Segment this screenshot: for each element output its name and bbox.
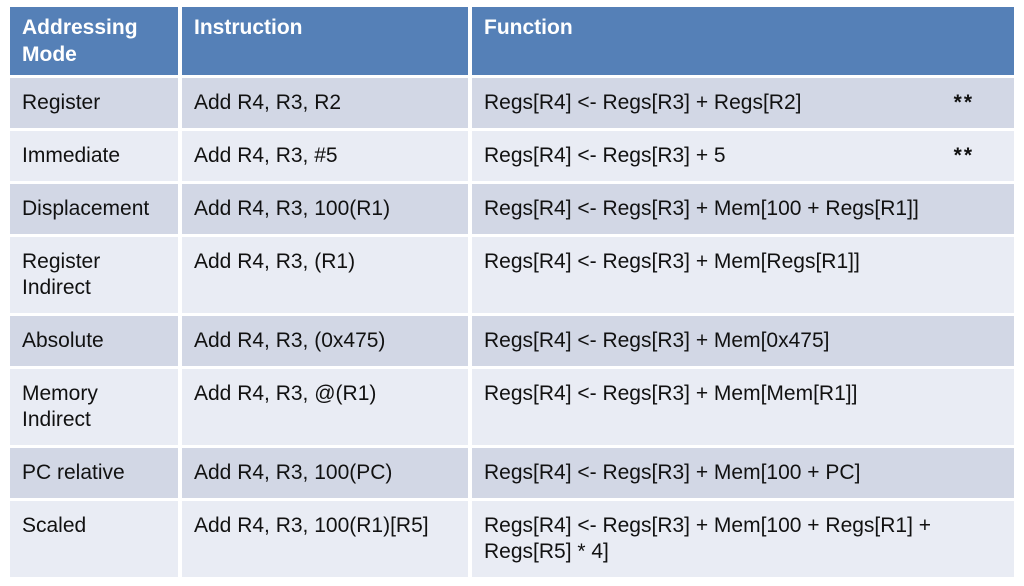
cell-instruction: Add R4, R3, R2 xyxy=(182,78,468,128)
cell-addressing-mode: Memory Indirect xyxy=(10,369,178,445)
cell-function: Regs[R4] <- Regs[R3] + Mem[0x475] xyxy=(472,316,1014,366)
cell-addressing-mode: Absolute xyxy=(10,316,178,366)
instruction-text: Add R4, R3, 100(R1)[R5] xyxy=(194,514,429,537)
addressing-mode-label: Register Indirect xyxy=(22,250,101,299)
function-expression: Regs[R4] <- Regs[R3] + 5 xyxy=(484,144,726,167)
cell-function: Regs[R4] <- Regs[R3] + Mem[Regs[R1]] xyxy=(472,237,1014,313)
function-expression: Regs[R4] <- Regs[R3] + Regs[R2] xyxy=(484,91,802,114)
cell-instruction: Add R4, R3, @(R1) xyxy=(182,369,468,445)
function-expression: Regs[R4] <- Regs[R3] + Mem[100 + PC] xyxy=(484,461,861,484)
table-row: PC relative Add R4, R3, 100(PC) Regs[R4]… xyxy=(10,448,1014,498)
cell-function: Regs[R4] <- Regs[R3] + Regs[R2] ** xyxy=(472,78,1014,128)
addressing-mode-label: Displacement xyxy=(22,197,150,220)
addressing-mode-label: Register xyxy=(22,91,101,114)
header-row: Addressing Mode Instruction Function xyxy=(10,7,1014,75)
cell-addressing-mode: Scaled xyxy=(10,501,178,577)
cell-addressing-mode: PC relative xyxy=(10,448,178,498)
cell-function: Regs[R4] <- Regs[R3] + Mem[Mem[R1]] xyxy=(472,369,1014,445)
addressing-modes-table: Addressing Mode Instruction Function Reg… xyxy=(6,4,1018,580)
cell-instruction: Add R4, R3, 100(PC) xyxy=(182,448,468,498)
column-header-addressing-mode: Addressing Mode xyxy=(10,7,178,75)
function-expression: Regs[R4] <- Regs[R3] + Mem[100 + Regs[R1… xyxy=(484,514,932,563)
cell-addressing-mode: Displacement xyxy=(10,184,178,234)
function-expression: Regs[R4] <- Regs[R3] + Mem[Regs[R1]] xyxy=(484,250,860,273)
cell-function: Regs[R4] <- Regs[R3] + Mem[100 + PC] xyxy=(472,448,1014,498)
addressing-mode-label: PC relative xyxy=(22,461,125,484)
addressing-mode-label: Scaled xyxy=(22,514,87,537)
footnote-asterisks: ** xyxy=(953,144,974,167)
instruction-text: Add R4, R3, @(R1) xyxy=(194,382,377,405)
instruction-text: Add R4, R3, 100(PC) xyxy=(194,461,393,484)
cell-instruction: Add R4, R3, 100(R1)[R5] xyxy=(182,501,468,577)
instruction-text: Add R4, R3, R2 xyxy=(194,91,342,114)
addressing-mode-label: Immediate xyxy=(22,144,121,167)
addressing-mode-label: Absolute xyxy=(22,329,104,352)
cell-instruction: Add R4, R3, 100(R1) xyxy=(182,184,468,234)
function-expression: Regs[R4] <- Regs[R3] + Mem[100 + Regs[R1… xyxy=(484,197,919,220)
cell-addressing-mode: Register xyxy=(10,78,178,128)
cell-function: Regs[R4] <- Regs[R3] + Mem[100 + Regs[R1… xyxy=(472,501,1014,577)
column-header-instruction: Instruction xyxy=(182,7,468,75)
column-header-function: Function xyxy=(472,7,1014,75)
table-row: Register Add R4, R3, R2 Regs[R4] <- Regs… xyxy=(10,78,1014,128)
instruction-text: Add R4, R3, (0x475) xyxy=(194,329,386,352)
function-expression: Regs[R4] <- Regs[R3] + Mem[Mem[R1]] xyxy=(484,382,858,405)
cell-instruction: Add R4, R3, (0x475) xyxy=(182,316,468,366)
cell-function: Regs[R4] <- Regs[R3] + 5 ** xyxy=(472,131,1014,181)
table-row: Displacement Add R4, R3, 100(R1) Regs[R4… xyxy=(10,184,1014,234)
instruction-text: Add R4, R3, 100(R1) xyxy=(194,197,391,220)
footnote-asterisks: ** xyxy=(953,91,974,114)
cell-addressing-mode: Register Indirect xyxy=(10,237,178,313)
function-expression: Regs[R4] <- Regs[R3] + Mem[0x475] xyxy=(484,329,830,352)
table-row: Register Indirect Add R4, R3, (R1) Regs[… xyxy=(10,237,1014,313)
cell-instruction: Add R4, R3, (R1) xyxy=(182,237,468,313)
cell-addressing-mode: Immediate xyxy=(10,131,178,181)
cell-function: Regs[R4] <- Regs[R3] + Mem[100 + Regs[R1… xyxy=(472,184,1014,234)
table-row: Immediate Add R4, R3, #5 Regs[R4] <- Reg… xyxy=(10,131,1014,181)
addressing-mode-label: Memory Indirect xyxy=(22,382,98,431)
cell-instruction: Add R4, R3, #5 xyxy=(182,131,468,181)
table-row: Absolute Add R4, R3, (0x475) Regs[R4] <-… xyxy=(10,316,1014,366)
instruction-text: Add R4, R3, (R1) xyxy=(194,250,356,273)
table-row: Memory Indirect Add R4, R3, @(R1) Regs[R… xyxy=(10,369,1014,445)
table-row: Scaled Add R4, R3, 100(R1)[R5] Regs[R4] … xyxy=(10,501,1014,577)
instruction-text: Add R4, R3, #5 xyxy=(194,144,338,167)
